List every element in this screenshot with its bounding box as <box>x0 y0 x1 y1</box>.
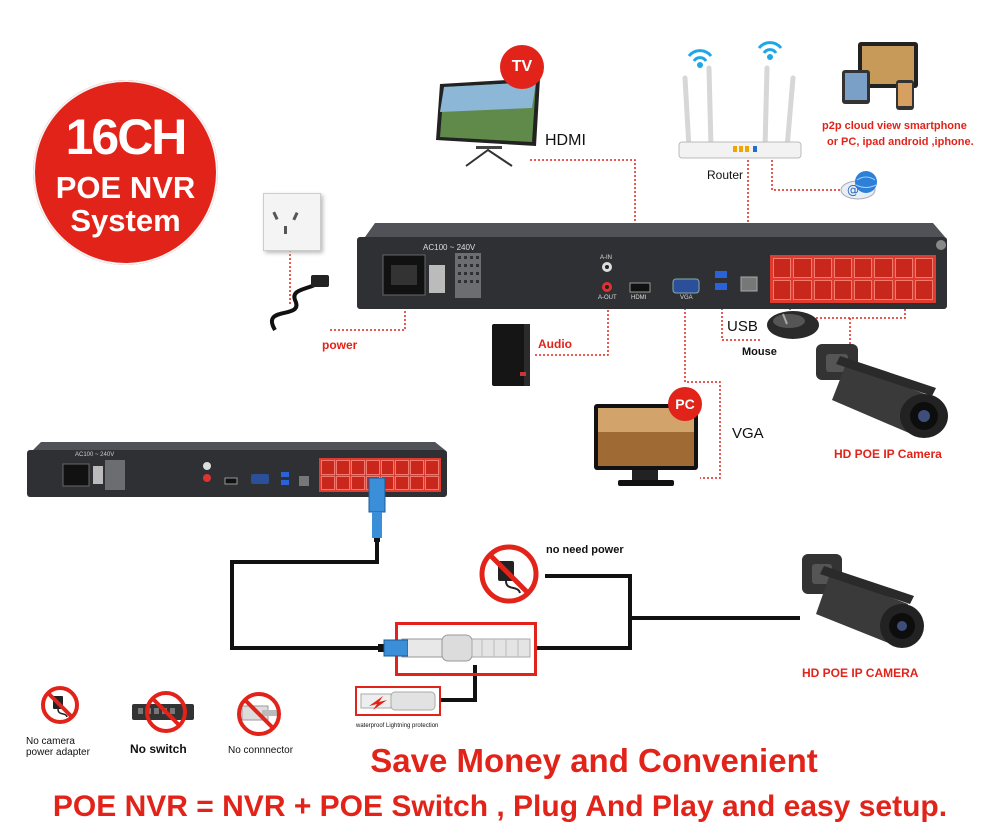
nvr-lower-ac-label: AC100 ~ 240V <box>75 452 115 458</box>
badge-line-1: 16CH <box>65 109 188 165</box>
camera-lower-image <box>798 552 928 652</box>
usb-line <box>721 300 760 341</box>
hd-poe-camera-label: HD POE IP Camera <box>834 447 942 461</box>
hd-poe-camera-upper-label: HD POE IP CAMERA <box>802 666 919 680</box>
router-image <box>675 38 805 168</box>
wall-outlet-image <box>263 193 321 251</box>
camera-upper-image <box>812 340 952 440</box>
tv-image <box>436 78 546 167</box>
footer-headline: Save Money and Convenient <box>370 742 818 779</box>
nvr-upper-ac-label: AC100 ~ 240V <box>423 243 476 252</box>
svg-text:@: @ <box>847 183 859 197</box>
no-switch-icon <box>128 690 198 734</box>
badge-line-2: POE NVR <box>55 170 196 205</box>
rj45-plug-connector <box>378 636 409 660</box>
cloud-globe-icon: @ <box>840 168 880 200</box>
no-power-adapter-icon <box>478 543 540 605</box>
no-camera-power-icon <box>40 685 80 725</box>
mouse-label: Mouse <box>742 346 777 358</box>
p2p-label-line-2: or PC, ipad android ,iphone. <box>827 136 974 148</box>
pc-badge-label: PC <box>675 396 695 412</box>
no-need-power-label: no need power <box>546 544 624 556</box>
system-badge: 16CH POE NVR System <box>33 80 218 265</box>
waterproof-label: waterproof Lightning protection <box>356 723 439 729</box>
power-line <box>330 300 406 331</box>
power-cord-image <box>265 275 335 335</box>
nvr-cable <box>230 540 385 650</box>
vga-label: VGA <box>732 425 764 442</box>
nvr-upper-aout-label: A-OUT <box>598 295 617 301</box>
no-camera-power-label-line-1: No camera <box>26 736 75 747</box>
devices-image <box>838 40 918 112</box>
mouse-image <box>765 308 821 342</box>
nvr-upper-ain-label: A-IN <box>600 255 612 261</box>
waterproof-connector-box <box>355 686 441 716</box>
hdmi-label: HDMI <box>545 132 586 149</box>
no-switch-label: No switch <box>130 742 187 756</box>
poe-connector-box <box>395 622 537 676</box>
nvr-upper: AC100 ~ 240V A-IN A-OUT HDMI VGA <box>355 215 950 310</box>
tv-badge: TV <box>500 45 544 89</box>
tv-badge-label: TV <box>511 58 533 75</box>
nvr-upper-vga-label: VGA <box>680 295 693 301</box>
pc-badge: PC <box>668 387 702 421</box>
upper-loop-cable <box>537 574 632 650</box>
usb-label: USB <box>727 318 758 335</box>
nvr-upper-hdmi-label: HDMI <box>631 295 647 301</box>
power-label: power <box>322 338 358 352</box>
audio-label: Audio <box>538 337 572 351</box>
pc-monitor-image <box>592 402 702 490</box>
rj45-plug-nvr <box>365 477 389 542</box>
nvr-upper-poe-ports <box>770 255 936 303</box>
vga-line <box>684 300 721 479</box>
no-connector-icon <box>232 690 286 738</box>
waterproof-cable <box>440 665 477 702</box>
cloud-line <box>771 160 845 191</box>
badge-line-3: System <box>70 203 181 238</box>
speaker-image <box>490 322 532 388</box>
p2p-label-line-1: p2p cloud view smartphone <box>822 120 967 132</box>
audio-line <box>535 300 609 356</box>
no-camera-power-label-line-2: power adapter <box>26 747 90 758</box>
footer-tagline: POE NVR = NVR + POE Switch , Plug And Pl… <box>52 790 948 823</box>
router-label: Router <box>707 168 744 182</box>
no-connector-label: No connnector <box>228 745 294 756</box>
